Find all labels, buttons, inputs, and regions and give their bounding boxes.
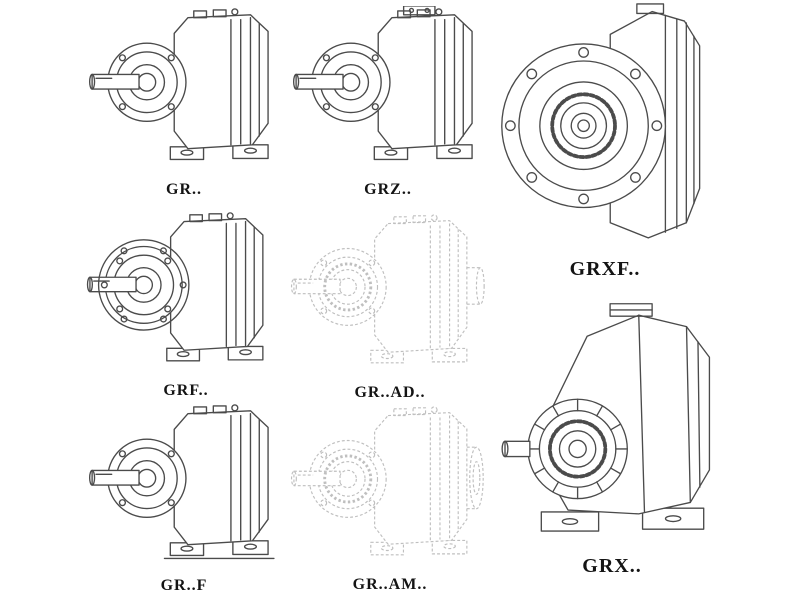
gr-f-model-label: GR..F	[160, 577, 208, 594]
figure-gr-am: GR..AM..	[288, 404, 492, 594]
gr-ad-model-label: GR..AD..	[354, 384, 426, 401]
gr-technical-drawing	[88, 8, 269, 161]
grf-model-label: GRF..	[163, 382, 209, 399]
figure-grz: GRZ..	[290, 6, 486, 199]
gr-model-label: GR..	[166, 181, 202, 198]
grf-technical-drawing	[86, 212, 264, 362]
grxf-model-label: GRXF..	[569, 258, 641, 280]
grx-model-label: GRX..	[582, 555, 642, 577]
gr-f-technical-drawing	[88, 404, 275, 560]
figure-grf: GRF..	[84, 210, 288, 400]
figure-gr-f: GR..F	[86, 402, 282, 595]
figure-gr-ad: GR..AD..	[288, 212, 492, 402]
figure-gr: GR..	[86, 6, 282, 199]
figure-grxf: GRXF..	[498, 2, 712, 281]
gr-am-model-label: GR..AM..	[352, 576, 428, 593]
grx-technical-drawing	[501, 303, 711, 532]
gr-ad-technical-drawing	[290, 214, 485, 364]
grz-model-label: GRZ..	[364, 181, 412, 198]
figure-grx: GRX..	[496, 298, 728, 578]
grz-technical-drawing	[292, 6, 473, 161]
grxf-technical-drawing	[501, 3, 701, 239]
gr-am-technical-drawing	[290, 406, 484, 556]
